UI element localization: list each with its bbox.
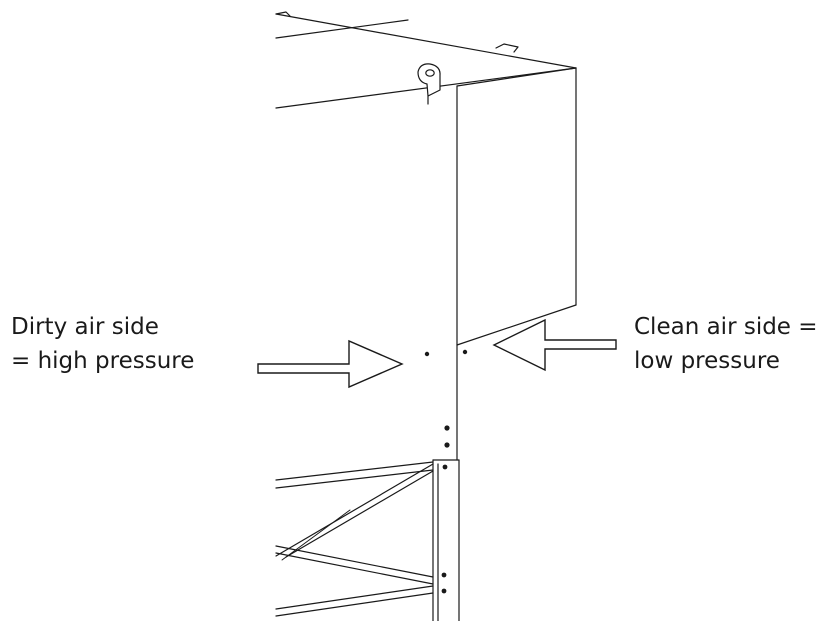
dirty-air-side-label: Dirty air side = high pressure (11, 310, 194, 378)
dirty-label-line1: Dirty air side (11, 314, 159, 340)
lifting-lug-icon (417, 63, 441, 105)
dirty-air-arrow-right-icon (257, 339, 404, 389)
clean-air-side-label: Clean air side = low pressure (634, 310, 818, 378)
clean-label-line1: Clean air side = (634, 314, 818, 340)
pressure-taps (424, 349, 468, 448)
clean-label-line2: low pressure (634, 348, 780, 374)
frame-bolts (441, 464, 448, 594)
clean-air-arrow-left-icon (492, 318, 617, 372)
housing-top-panel (275, 11, 577, 109)
housing-side-panel (456, 67, 577, 461)
dirty-side-tap-icon (424, 351, 430, 357)
support-frame (275, 459, 460, 621)
clean-side-tap-icon (462, 349, 468, 355)
dirty-label-line2: = high pressure (11, 348, 195, 374)
